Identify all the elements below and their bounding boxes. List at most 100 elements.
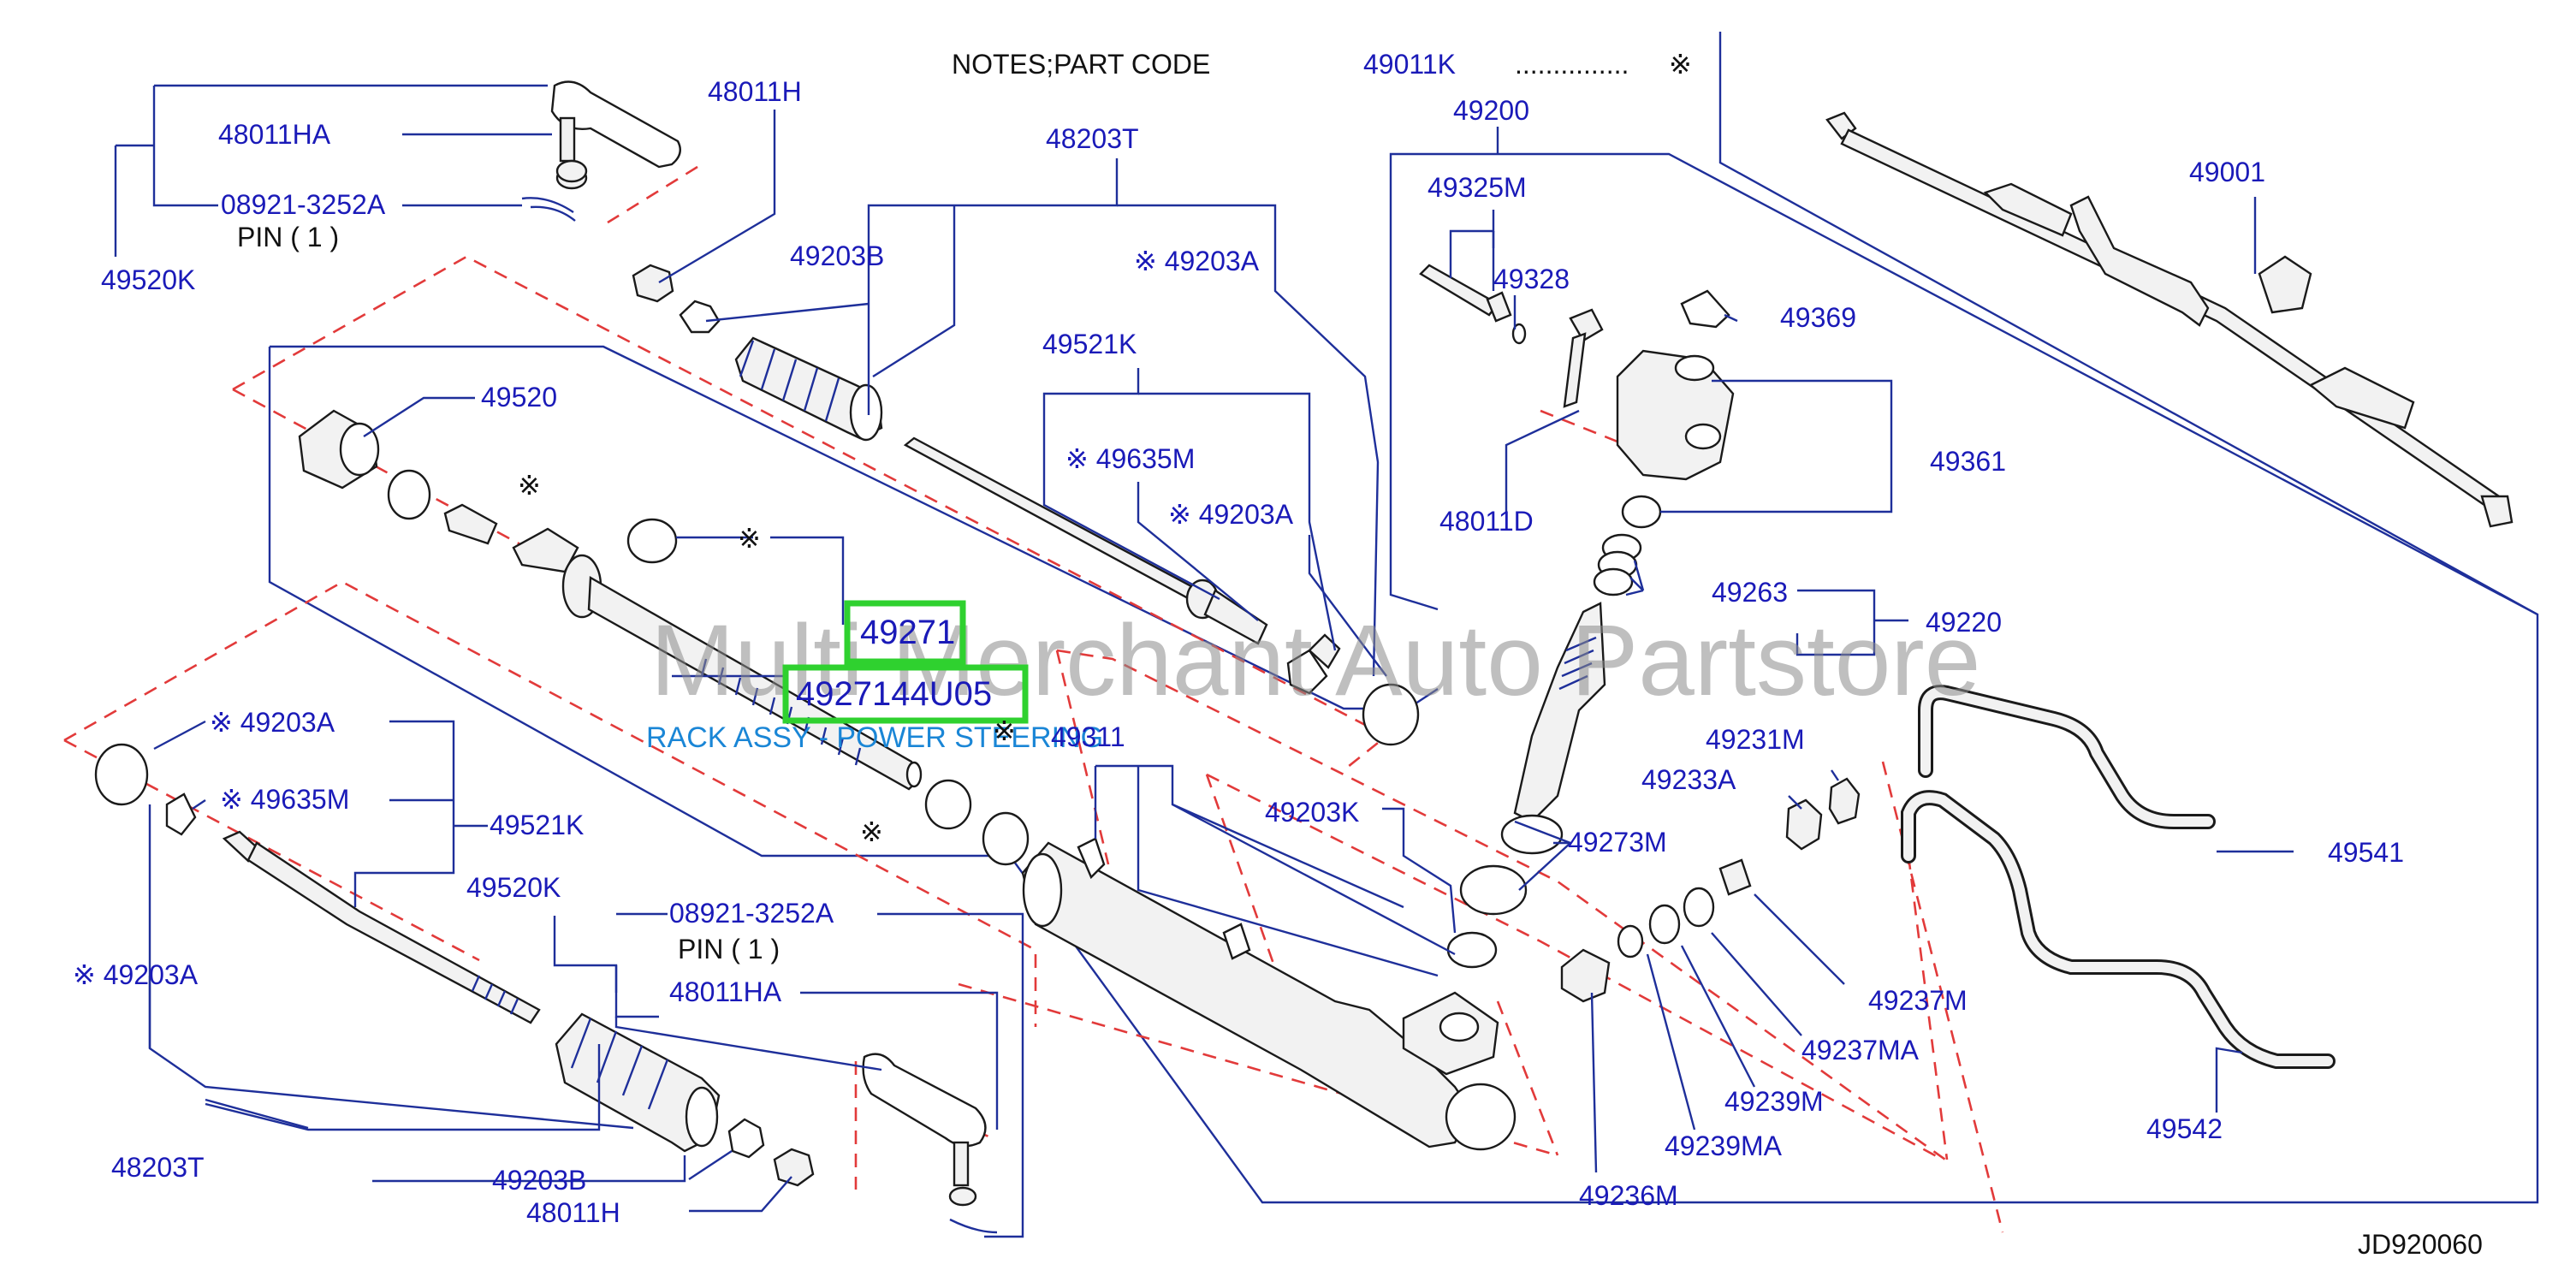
seal-49273M — [1459, 864, 1528, 916]
label-49203K[interactable]: 49203K — [1265, 797, 1359, 828]
nut-48011H-bot — [773, 1148, 815, 1187]
nut-49231M — [1785, 798, 1823, 851]
ring-49239MA — [1617, 924, 1644, 958]
clip-49635M-top — [1286, 649, 1328, 695]
bolt-48011D — [1563, 308, 1604, 408]
rack-49271 — [443, 503, 923, 791]
label-49203B-bot[interactable]: 49203B — [492, 1165, 586, 1196]
bushing-49520 — [298, 409, 380, 490]
ring-49520-washer — [387, 469, 431, 520]
label-08921-bot[interactable]: 08921-3252A — [669, 898, 834, 929]
bolt-49325M — [1419, 264, 1512, 323]
label-49521K-top[interactable]: 49521K — [1042, 329, 1137, 359]
notes-title: NOTES;PART CODE — [952, 49, 1210, 80]
label-49520K-top[interactable]: 49520K — [101, 264, 195, 295]
housing-49311 — [1021, 837, 1517, 1151]
label-49236M[interactable]: 49236M — [1579, 1180, 1678, 1211]
label-49311[interactable]: 49311 — [1051, 721, 1125, 752]
label-49203A-top[interactable]: ※ 49203A — [1134, 246, 1260, 276]
ring-49239M — [1648, 904, 1681, 945]
label-08921-top[interactable]: 08921-3252A — [221, 189, 386, 220]
bracket-49369 — [1680, 289, 1730, 329]
label-48011D[interactable]: 48011D — [1439, 506, 1534, 537]
label-48203T-top[interactable]: 48203T — [1046, 123, 1139, 154]
label-49542[interactable]: 49542 — [2146, 1113, 2223, 1144]
label-49325M[interactable]: 49325M — [1427, 172, 1527, 203]
inner-tie-rod-left — [222, 830, 541, 1024]
label-49520K-bot[interactable]: 49520K — [466, 872, 561, 903]
clip-49635M-left — [165, 792, 197, 836]
steering-gear-49001 — [1825, 111, 2514, 528]
clamp-49203A-left — [94, 743, 149, 806]
label-49231M[interactable]: 49231M — [1706, 724, 1805, 755]
boot-48203T-top — [734, 336, 883, 442]
oring-49328 — [1511, 323, 1527, 345]
tie-rod-end-top — [521, 80, 681, 222]
notes-dots: ............... — [1515, 49, 1629, 80]
seal-49237M — [1718, 858, 1752, 896]
notes-code: 49011K — [1363, 49, 1456, 80]
label-48011H-bot[interactable]: 48011H — [526, 1197, 620, 1228]
label-49263[interactable]: 49263 — [1712, 577, 1788, 608]
highlight-box-part-number[interactable] — [782, 664, 1029, 724]
label-49001[interactable]: 49001 — [2189, 157, 2265, 187]
clamp-49203A-mid — [1362, 683, 1420, 746]
highlighted-part-label[interactable]: 49271 — [860, 614, 955, 651]
label-pin-bot: PIN ( 1 ) — [678, 934, 780, 964]
mark-center2: ※ — [860, 816, 883, 847]
label-49369[interactable]: 49369 — [1780, 302, 1856, 333]
highlighted-part-number[interactable]: 4927144U05 — [796, 675, 992, 713]
label-48011HA-bot[interactable]: 48011HA — [669, 976, 782, 1007]
ring-upper — [626, 518, 678, 564]
label-49520[interactable]: 49520 — [481, 382, 557, 412]
nut-48011H-top — [632, 264, 674, 303]
valve-housing-49361 — [1616, 349, 1735, 481]
part-illustrations — [94, 80, 2514, 1234]
ring-49237MA — [1683, 887, 1715, 928]
highlight-group[interactable]: 49271 4927144U05 RACK ASSY - POWER STEER… — [646, 600, 1103, 754]
washer-49203K — [1446, 931, 1498, 969]
label-49521K-left[interactable]: 49521K — [490, 810, 584, 840]
label-48011H-top[interactable]: 48011H — [708, 76, 802, 107]
assembly-frames — [268, 32, 2539, 1204]
label-49635M-left[interactable]: ※ 49635M — [220, 784, 349, 815]
seal-ring-center2 — [982, 811, 1030, 866]
label-48203T-bot[interactable]: 48203T — [111, 1152, 205, 1183]
label-49203B-top[interactable]: 49203B — [790, 240, 884, 271]
notes-mark: ※ — [1669, 49, 1692, 80]
inner-tie-rod-top — [903, 436, 1341, 669]
highlight-box-part[interactable] — [844, 600, 966, 665]
bushing-49236M — [1560, 948, 1611, 1003]
label-49203A-left[interactable]: ※ 49203A — [210, 707, 335, 738]
label-49203A-mid[interactable]: ※ 49203A — [1168, 499, 1294, 530]
boot-48203T-bot — [555, 1012, 721, 1153]
part-description: RACK ASSY - POWER STEERING — [646, 721, 1103, 754]
label-48011HA-top[interactable]: 48011HA — [218, 119, 331, 150]
label-49239M[interactable]: 49239M — [1724, 1086, 1824, 1117]
pinion-shaft-49220 — [1500, 602, 1606, 855]
mark-49520: ※ — [518, 470, 541, 501]
label-49541[interactable]: 49541 — [2328, 837, 2404, 868]
seal-49263-c — [1593, 567, 1634, 596]
oring-49361 — [1621, 495, 1662, 529]
label-49239MA[interactable]: 49239MA — [1665, 1131, 1783, 1161]
label-49203A-far[interactable]: ※ 49203A — [73, 959, 199, 990]
label-49273M[interactable]: 49273M — [1568, 827, 1667, 858]
label-49237MA[interactable]: 49237MA — [1801, 1035, 1920, 1065]
label-49220[interactable]: 49220 — [1926, 607, 2002, 638]
part-labels[interactable]: 48011H 48011HA 08921-3252A PIN ( 1 ) 495… — [73, 76, 2404, 1228]
label-49237M[interactable]: 49237M — [1868, 985, 1968, 1016]
label-49361[interactable]: 49361 — [1930, 446, 2006, 477]
tube-49542 — [1901, 790, 2336, 1069]
mark-49271: ※ — [738, 523, 761, 554]
seal-ring-center1 — [924, 779, 972, 830]
label-49233A[interactable]: 49233A — [1641, 764, 1736, 795]
leader-lines — [114, 84, 2294, 1238]
label-49635M-top[interactable]: ※ 49635M — [1065, 443, 1195, 474]
label-pin-top: PIN ( 1 ) — [237, 222, 339, 252]
label-49200[interactable]: 49200 — [1453, 95, 1529, 126]
diagram-code: JD920060 — [2358, 1229, 2483, 1260]
label-49328[interactable]: 49328 — [1493, 264, 1570, 294]
clamp-49203B-top — [679, 300, 721, 334]
